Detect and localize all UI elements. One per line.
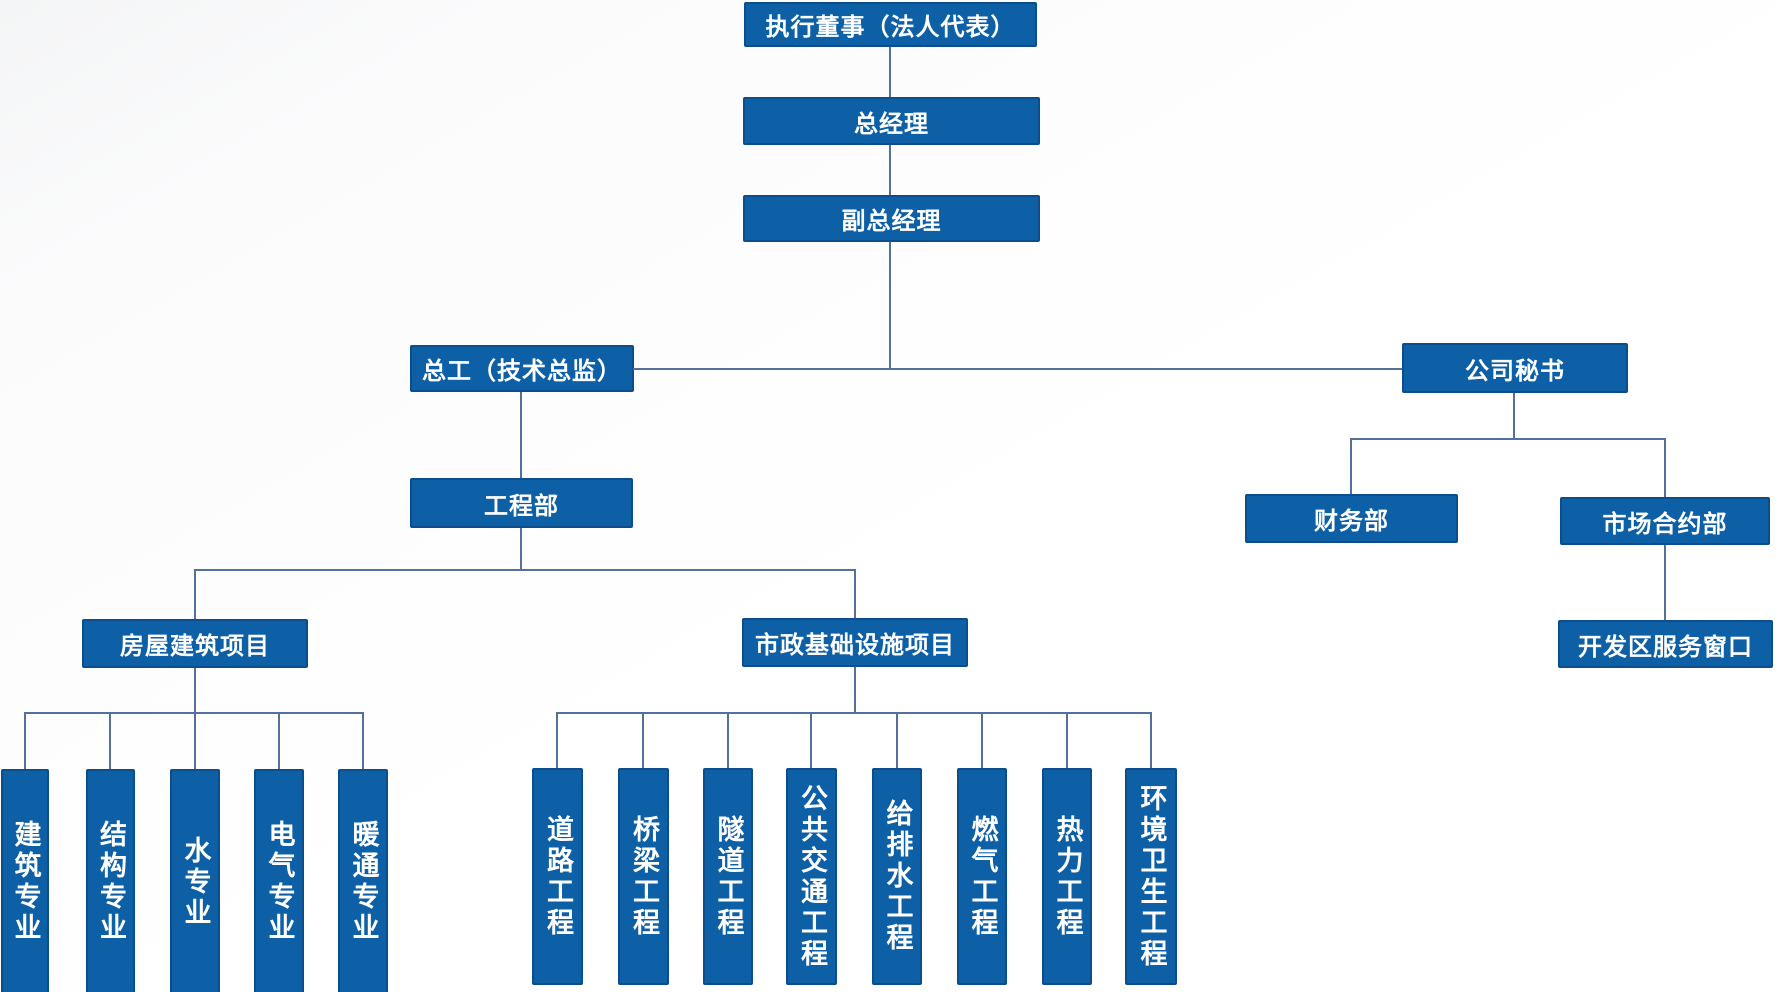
org-node-specialty-water: 水专业 xyxy=(170,769,220,992)
connector-line xyxy=(194,569,196,619)
org-node-engineering-department: 工程部 xyxy=(410,478,633,528)
node-label: 建筑专业 xyxy=(9,820,41,944)
connector-line xyxy=(889,47,891,97)
node-label: 暖通专业 xyxy=(347,820,379,944)
org-node-specialty-architecture: 建筑专业 xyxy=(1,769,49,992)
connector-line xyxy=(1664,545,1666,620)
org-node-municipal-infrastructure-project: 市政基础设施项目 xyxy=(742,618,968,667)
node-label: 公共交通工程 xyxy=(796,783,827,970)
node-label: 桥梁工程 xyxy=(628,814,659,939)
org-node-works-bridge: 桥梁工程 xyxy=(618,768,669,985)
org-node-specialty-structure: 结构专业 xyxy=(86,769,135,992)
node-label: 给排水工程 xyxy=(881,799,913,954)
connector-line xyxy=(1150,712,1152,768)
node-label: 热力工程 xyxy=(1051,814,1083,939)
org-node-works-road: 道路工程 xyxy=(532,768,583,985)
connector-line xyxy=(896,712,898,768)
connector-line xyxy=(520,392,522,478)
connector-line xyxy=(854,667,856,713)
node-label: 燃气工程 xyxy=(966,814,998,939)
connector-line xyxy=(194,668,196,713)
org-node-works-public-transport: 公共交通工程 xyxy=(786,768,837,985)
connector-line xyxy=(194,569,856,571)
node-label: 电气专业 xyxy=(263,820,295,944)
connector-line xyxy=(556,712,1152,714)
org-node-works-environmental-sanitation: 环境卫生工程 xyxy=(1125,768,1177,985)
connector-line xyxy=(520,528,522,571)
connector-line xyxy=(727,712,729,768)
connector-line xyxy=(1350,438,1352,494)
node-label: 结构专业 xyxy=(95,820,126,944)
connector-line xyxy=(194,712,196,769)
connector-line xyxy=(633,368,1402,370)
connector-line xyxy=(24,712,26,769)
connector-line xyxy=(1066,712,1068,768)
org-node-market-contract-department: 市场合约部 xyxy=(1560,497,1770,545)
connector-line xyxy=(854,569,856,618)
connector-line xyxy=(109,712,111,769)
org-node-works-water-drainage: 给排水工程 xyxy=(872,768,922,985)
connector-line xyxy=(1351,438,1666,440)
connector-line xyxy=(810,712,812,768)
node-label: 水专业 xyxy=(179,835,211,929)
connector-line xyxy=(889,145,891,195)
org-node-dev-zone-service-window: 开发区服务窗口 xyxy=(1558,620,1773,668)
connector-line xyxy=(981,712,983,768)
org-node-finance-department: 财务部 xyxy=(1245,494,1458,543)
org-node-works-gas: 燃气工程 xyxy=(957,768,1007,985)
connector-line xyxy=(362,712,364,769)
connector-line xyxy=(889,242,891,370)
org-node-specialty-electrical: 电气专业 xyxy=(254,769,304,992)
org-node-works-tunnel: 隧道工程 xyxy=(703,768,753,985)
org-node-deputy-general-manager: 副总经理 xyxy=(743,195,1040,242)
org-node-building-construction-project: 房屋建筑项目 xyxy=(82,619,308,668)
org-node-company-secretary: 公司秘书 xyxy=(1402,343,1628,393)
org-node-chief-engineer: 总工（技术总监） xyxy=(410,345,634,392)
org-node-specialty-hvac: 暖通专业 xyxy=(338,769,388,992)
node-label: 隧道工程 xyxy=(712,814,744,939)
org-node-works-heat: 热力工程 xyxy=(1042,768,1092,985)
connector-line xyxy=(1664,438,1666,497)
connector-line xyxy=(642,712,644,768)
connector-line xyxy=(278,712,280,769)
node-label: 道路工程 xyxy=(542,814,573,939)
connector-line xyxy=(1513,393,1515,439)
connector-line xyxy=(556,712,558,768)
node-label: 环境卫生工程 xyxy=(1135,783,1167,970)
org-node-executive-director: 执行董事（法人代表） xyxy=(744,2,1037,47)
org-node-general-manager: 总经理 xyxy=(743,97,1040,145)
